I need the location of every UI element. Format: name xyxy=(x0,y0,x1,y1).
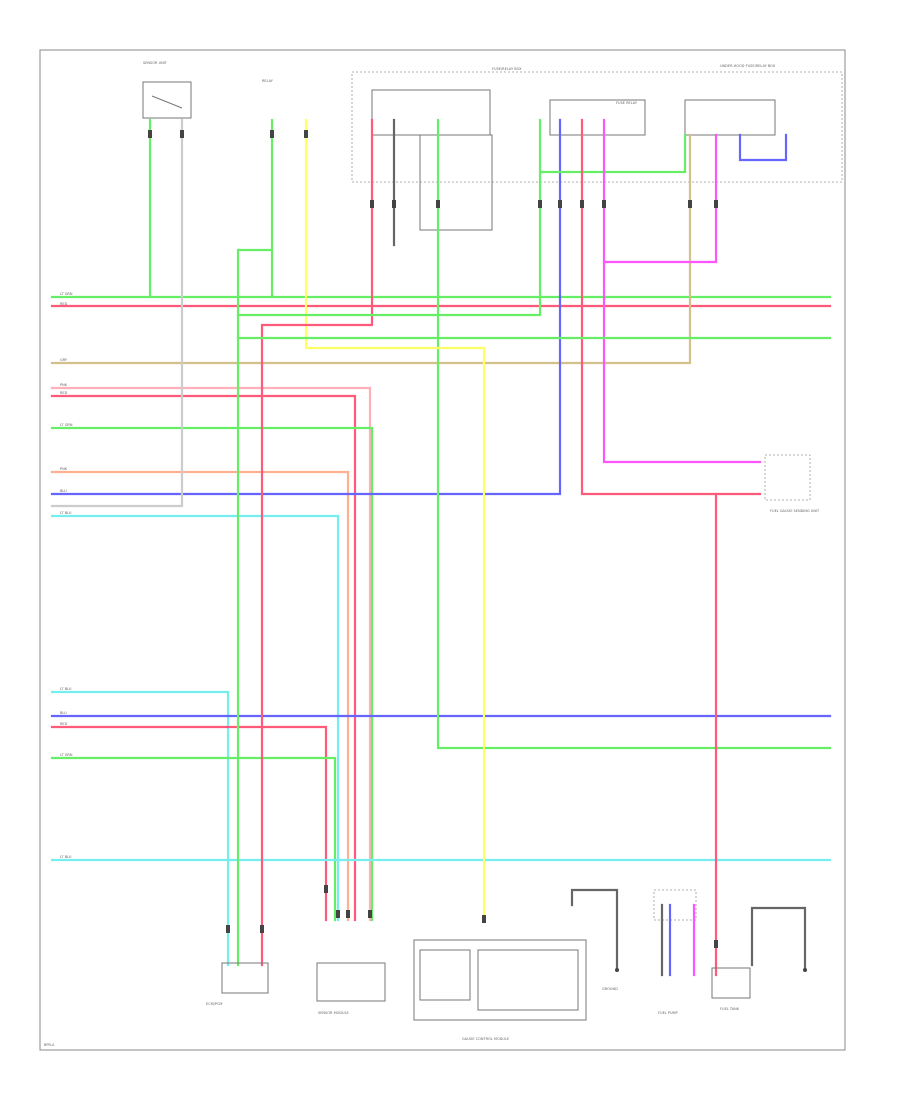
wire-red-c xyxy=(50,725,328,922)
wire-red-right xyxy=(580,118,718,977)
fuel-gauge-sender: FUEL GAUGE SENDING UNIT xyxy=(764,454,820,513)
svg-text:PNK: PNK xyxy=(60,383,68,387)
svg-text:LT GRN: LT GRN xyxy=(60,423,73,427)
wire-green-loop xyxy=(236,248,274,967)
svg-text:UNDER-HOOD FUSE/RELAY BOX: UNDER-HOOD FUSE/RELAY BOX xyxy=(720,64,776,68)
diagram-frame xyxy=(39,49,846,1051)
footer-id: BPR-A xyxy=(44,1043,55,1047)
svg-text:LT BLU: LT BLU xyxy=(60,855,72,859)
wire-magenta-b xyxy=(602,133,718,264)
wire-tan xyxy=(50,133,692,365)
top-relay-c xyxy=(684,99,776,136)
svg-text:LT GRN: LT GRN xyxy=(60,292,73,296)
svg-text:LT BLU: LT BLU xyxy=(60,511,72,515)
wire-blue-a xyxy=(50,118,562,496)
wire-red-loop xyxy=(260,118,374,967)
svg-text:GAUGE CONTROL MODULE: GAUGE CONTROL MODULE xyxy=(462,1037,509,1041)
wire-cyan-b xyxy=(50,690,230,967)
top-relay-a: RELAY xyxy=(262,79,274,83)
svg-text:FUEL GAUGE SENDING UNIT: FUEL GAUGE SENDING UNIT xyxy=(770,509,820,513)
svg-text:RED: RED xyxy=(60,722,68,726)
wire-green-d xyxy=(436,118,832,750)
wire-codes-left: LT GRN RED GRY PNK RED LT GRN PNK BLU LT… xyxy=(60,292,73,859)
wire-grey-a xyxy=(50,118,184,508)
wire-orange xyxy=(50,470,350,922)
svg-text:ECM/PCM: ECM/PCM xyxy=(206,1002,222,1006)
bottom-ground: GROUND xyxy=(570,888,619,991)
svg-text:RED: RED xyxy=(60,391,68,395)
bottom-ecm: ECM/PCM xyxy=(206,962,269,1006)
bottom-sensor-module: SENSOR MODULE xyxy=(316,962,386,1015)
wire-green-right xyxy=(538,133,687,174)
svg-text:FUSE/RELAY BOX: FUSE/RELAY BOX xyxy=(492,67,522,71)
svg-text:RELAY: RELAY xyxy=(262,79,274,83)
svg-text:PNK: PNK xyxy=(60,467,68,471)
svg-text:LT BLU: LT BLU xyxy=(60,687,72,691)
svg-text:BLU: BLU xyxy=(60,489,67,493)
bottom-fuel-pump: FUEL PUMP FUEL TANK xyxy=(653,889,751,1015)
connector-markers xyxy=(148,130,718,948)
wire-red-b xyxy=(50,394,357,922)
wire-cyan-a xyxy=(50,514,340,922)
bottom-gauge-control: GAUGE CONTROL MODULE xyxy=(413,939,587,1041)
bottom-right-ground xyxy=(750,906,807,972)
wire-green-relay-b xyxy=(236,118,542,317)
wire-green-c xyxy=(50,756,337,922)
fuse-box-inner xyxy=(419,134,493,231)
svg-text:FUEL TANK: FUEL TANK xyxy=(720,1007,740,1011)
svg-text:SENSOR UNIT: SENSOR UNIT xyxy=(143,61,168,65)
wire-blue-loop xyxy=(738,133,788,162)
svg-text:GRY: GRY xyxy=(60,358,68,362)
svg-text:FUEL PUMP: FUEL PUMP xyxy=(658,1011,678,1015)
svg-text:BLU: BLU xyxy=(60,711,67,715)
wire-magenta xyxy=(602,118,762,464)
top-fuse-box: FUSE/RELAY BOX UNDER-HOOD FUSE/RELAY BOX xyxy=(351,64,843,183)
svg-text:RED: RED xyxy=(60,302,68,306)
top-relay-b: FUSE RELAY xyxy=(549,99,646,136)
svg-text:LT GRN: LT GRN xyxy=(60,753,73,757)
wire-green-b xyxy=(50,426,374,922)
wire-yellow xyxy=(304,118,486,922)
wire-pink-a xyxy=(50,386,372,922)
top-left-sensor: SENSOR UNIT xyxy=(142,61,192,119)
svg-text:SENSOR MODULE: SENSOR MODULE xyxy=(318,1011,349,1015)
svg-text:GROUND: GROUND xyxy=(602,987,618,991)
svg-text:FUSE RELAY: FUSE RELAY xyxy=(616,101,638,105)
